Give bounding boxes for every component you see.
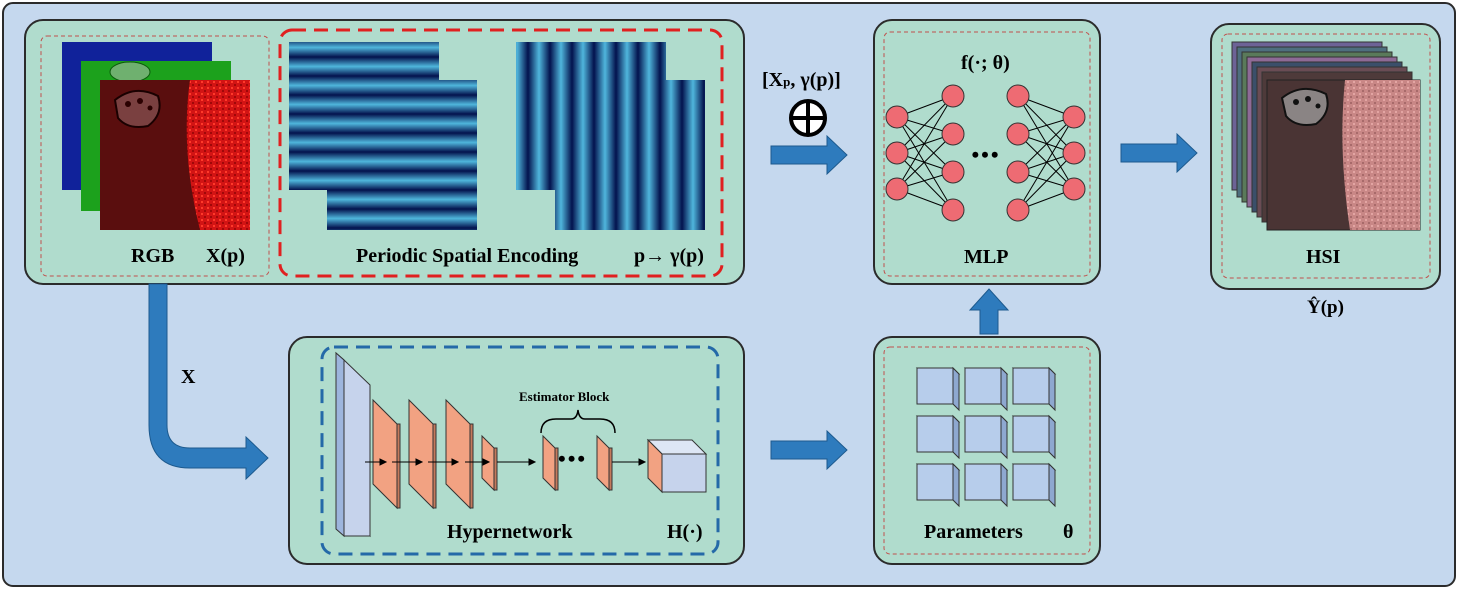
- parameter-cube: [915, 414, 961, 460]
- concat-label: [Xp, γ(p)]: [762, 70, 841, 90]
- encoding-label: Periodic Spatial Encoding: [356, 245, 579, 267]
- mlp-neuron: [941, 84, 965, 108]
- hypernetwork-panel: [288, 336, 745, 565]
- x-of-p-label: X(p): [206, 245, 245, 267]
- hypernetwork-layers: [335, 351, 708, 538]
- mlp-connection: [896, 133, 954, 190]
- arrow-to-parameters: [770, 429, 848, 471]
- mlp-network: •••: [885, 84, 1086, 222]
- mlp-subpanel: [883, 31, 1091, 277]
- rgb-subpanel: [40, 35, 270, 277]
- mlp-neuron: [1006, 84, 1030, 108]
- mlp-neuron: [941, 198, 965, 222]
- mlp-connection: [1017, 152, 1075, 211]
- parameter-cube: [1011, 414, 1057, 460]
- concat-label-tail: , γ(p)]: [790, 69, 841, 91]
- concat-label-sub: p: [783, 74, 791, 89]
- mlp-neuron: [1062, 177, 1086, 201]
- parameter-cube: [963, 462, 1009, 508]
- mlp-neuron: [1006, 122, 1030, 146]
- vertical-encoding-front: [555, 80, 705, 230]
- theta-label: θ: [1063, 521, 1074, 543]
- encoding-subpanel: [278, 28, 724, 278]
- mlp-connection: [896, 95, 954, 190]
- parameter-cube: [1011, 366, 1057, 412]
- concat-operator: [789, 99, 827, 137]
- parameters-label: Parameters: [924, 521, 1023, 543]
- hsi-image-stack: [1231, 41, 1421, 231]
- mlp-connection: [896, 116, 954, 211]
- mlp-connection: [1017, 116, 1075, 211]
- parameter-cubes: [915, 366, 1057, 508]
- hsi-label: HSI: [1306, 246, 1341, 268]
- mlp-connection: [1017, 95, 1075, 190]
- x-flow-label: X: [181, 366, 196, 388]
- arrow-to-hsi: [1120, 132, 1198, 174]
- y-hat-label: Ŷ(p): [1307, 297, 1344, 318]
- mlp-connection: [896, 116, 954, 173]
- hsi-subpanel: [1221, 33, 1431, 279]
- mlp-label: MLP: [964, 246, 1009, 268]
- mlp-neuron: [1006, 198, 1030, 222]
- mlp-neuron: [941, 122, 965, 146]
- concat-label-head: [X: [762, 69, 784, 91]
- mlp-connection: [1017, 95, 1075, 154]
- mlp-neuron: [1062, 105, 1086, 129]
- mlp-neuron: [941, 160, 965, 184]
- parameters-subpanel: [883, 346, 1091, 555]
- arrow-x-to-hypernetwork: [148, 283, 269, 481]
- h-function-label: H(·): [667, 521, 703, 543]
- parameter-cube: [915, 462, 961, 508]
- arrows: [148, 132, 1198, 481]
- parameter-cube: [915, 366, 961, 412]
- estimator-brace: [540, 409, 616, 434]
- parameter-cube: [963, 414, 1009, 460]
- hypernetwork-subpanel: [320, 345, 720, 556]
- mlp-neuron: [885, 177, 909, 201]
- estimator-ellipsis: •••: [558, 446, 588, 471]
- mlp-neuron: [1062, 141, 1086, 165]
- estimator-block-label: Estimator Block: [519, 389, 610, 404]
- arrow-to-mlp: [770, 134, 848, 176]
- mlp-function-label: f(·; θ): [961, 52, 1010, 74]
- mlp-neuron: [1006, 160, 1030, 184]
- rgb-image-stack: [62, 42, 250, 230]
- hypernetwork-connections: [365, 458, 647, 466]
- mlp-connection: [1017, 116, 1075, 173]
- mlp-connection: [896, 152, 954, 211]
- arrow-parameters-to-mlp: [968, 288, 1010, 335]
- mlp-ellipsis: •••: [971, 142, 1000, 167]
- hypernetwork-label: Hypernetwork: [447, 521, 573, 543]
- horizontal-encoding-front: [327, 80, 477, 230]
- mlp-connection: [896, 95, 954, 154]
- parameter-cube: [1011, 462, 1057, 508]
- mlp-panel: [873, 19, 1101, 285]
- gamma-label: p→ γ(p): [634, 245, 704, 267]
- mlp-neuron: [885, 105, 909, 129]
- mlp-neuron: [885, 141, 909, 165]
- parameter-cube: [963, 366, 1009, 412]
- rgb-label: RGB: [131, 245, 175, 267]
- mlp-connection: [1017, 133, 1075, 190]
